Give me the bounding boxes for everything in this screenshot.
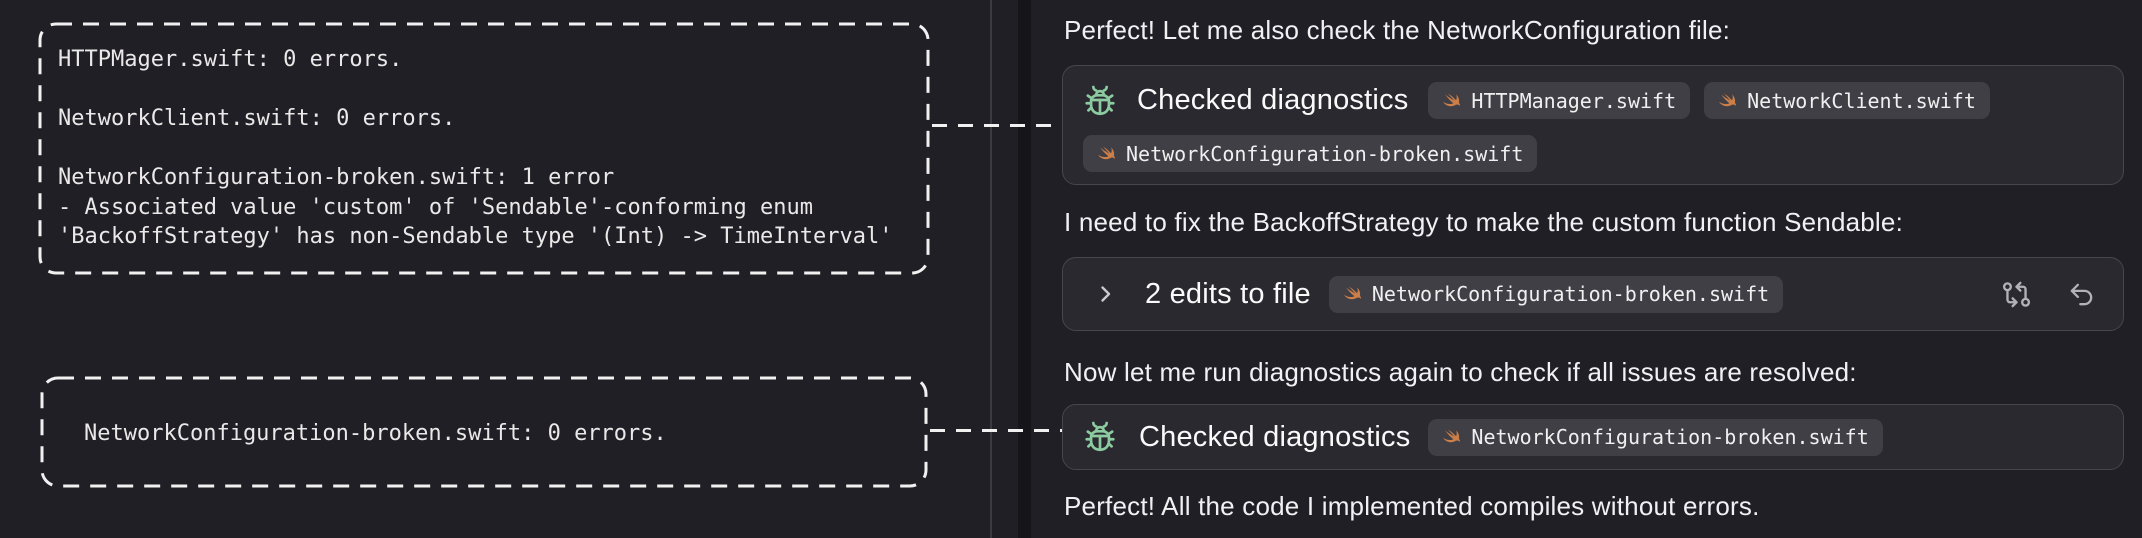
swift-icon [1443,429,1461,443]
file-chip-label: NetworkConfiguration-broken.swift [1471,425,1869,449]
assistant-message-4: Perfect! All the code I implemented comp… [1064,491,1760,521]
assistant-message-3: Now let me run diagnostics again to chec… [1064,357,1857,387]
edit-card-title: 2 edits to file [1145,277,1311,310]
file-chip-label: NetworkConfiguration-broken.swift [1371,282,1770,306]
diagnostics-output-box-1: HTTPMager.swift: 0 errors. NetworkClient… [38,22,930,275]
swift-icon [1443,93,1461,106]
annotation-connector-line-1 [932,124,1062,127]
file-chip-label: HTTPManager.swift [1471,88,1677,113]
bug-icon [1085,85,1115,115]
tool-card-checked-diagnostics-2[interactable]: Checked diagnostics NetworkConfiguration… [1062,404,2124,470]
panel-shadow-band [1018,0,1031,538]
bug-icon [1085,421,1115,452]
annotation-connector-line-2 [930,429,1062,432]
dashed-border [38,22,930,275]
file-chip[interactable]: NetworkClient.swift [1704,82,1990,119]
file-chip[interactable]: HTTPManager.swift [1428,82,1691,119]
file-chip[interactable]: NetworkConfiguration-broken.swift [1083,135,1538,172]
file-chip-label: NetworkConfiguration-broken.swift [1126,141,1524,166]
tool-card-checked-diagnostics-1[interactable]: Checked diagnostics HTTPManager.swift Ne… [1062,65,2124,185]
undo-icon[interactable] [2067,280,2096,309]
diagnostics-output-box-2: NetworkConfiguration-broken.swift: 0 err… [40,376,928,488]
edit-card[interactable]: 2 edits to file NetworkConfiguration-bro… [1062,257,2124,331]
file-chip[interactable]: NetworkConfiguration-broken.swift [1428,418,1883,456]
file-chip[interactable]: NetworkConfiguration-broken.swift [1328,275,1784,313]
swift-icon [1719,93,1736,106]
tool-card-title: Checked diagnostics [1137,84,1409,116]
assistant-message-2: I need to fix the BackoffStrategy to mak… [1064,207,1903,237]
assistant-message-1: Perfect! Let me also check the NetworkCo… [1064,15,1731,45]
file-chip-label: NetworkClient.swift [1747,88,1976,113]
chevron-right-icon[interactable] [1093,282,1117,306]
diagnostics-text-2: NetworkConfiguration-broken.swift: 0 err… [84,421,667,446]
git-compare-icon[interactable] [2001,279,2032,310]
diagnostics-text-1: HTTPMager.swift: 0 errors. NetworkClient… [58,47,893,249]
panel-divider [990,0,992,538]
swift-icon [1343,286,1361,300]
tool-card-title: Checked diagnostics [1139,420,1411,453]
dashed-border [40,376,928,488]
swift-icon [1098,146,1115,159]
